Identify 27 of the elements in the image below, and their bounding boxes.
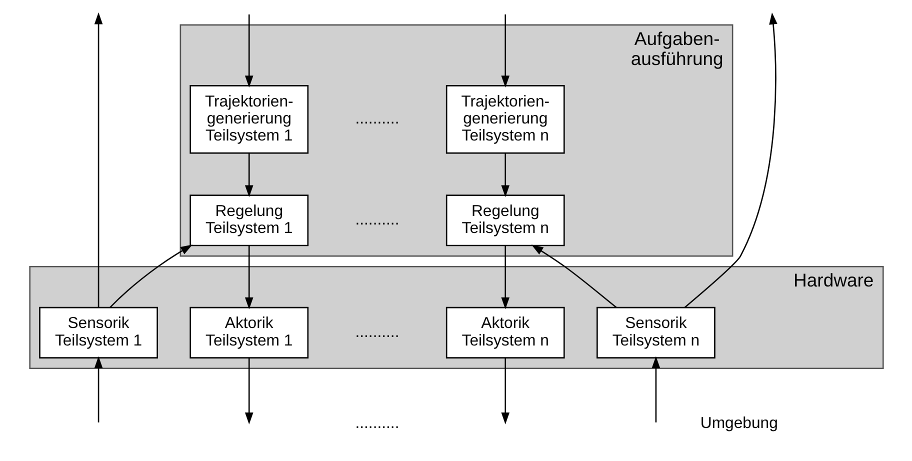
arrow	[94, 12, 102, 308]
arrow	[500, 358, 510, 424]
arrow	[244, 153, 253, 198]
node-box: Regelung Teilsystem n	[445, 194, 564, 246]
label: ..........	[354, 110, 399, 128]
arrow	[244, 14, 253, 88]
arrow	[500, 153, 510, 198]
node-box: Trajektorien- generierung Teilsystem 1	[189, 85, 308, 154]
node-box: Sensorik Teilsystem n	[596, 306, 715, 358]
arrow	[684, 12, 777, 308]
arrow	[244, 358, 253, 424]
arrow	[94, 356, 102, 422]
node-box: Trajektorien- generierung Teilsystem n	[445, 85, 564, 154]
label: ..........	[354, 414, 399, 432]
node-box: Regelung Teilsystem 1	[189, 194, 308, 246]
arrow	[244, 246, 253, 310]
arrow	[109, 244, 192, 308]
label: ..........	[354, 324, 399, 341]
arrow	[500, 246, 510, 310]
label: ..........	[354, 212, 399, 229]
arrow	[651, 356, 660, 422]
arrow	[500, 14, 510, 88]
label: Umgebung	[700, 414, 778, 432]
node-box: Aktorik Teilsystem 1	[189, 306, 308, 358]
node-box: Sensorik Teilsystem 1	[38, 306, 158, 358]
node-box: Aktorik Teilsystem n	[445, 306, 564, 358]
arrow	[530, 244, 616, 308]
